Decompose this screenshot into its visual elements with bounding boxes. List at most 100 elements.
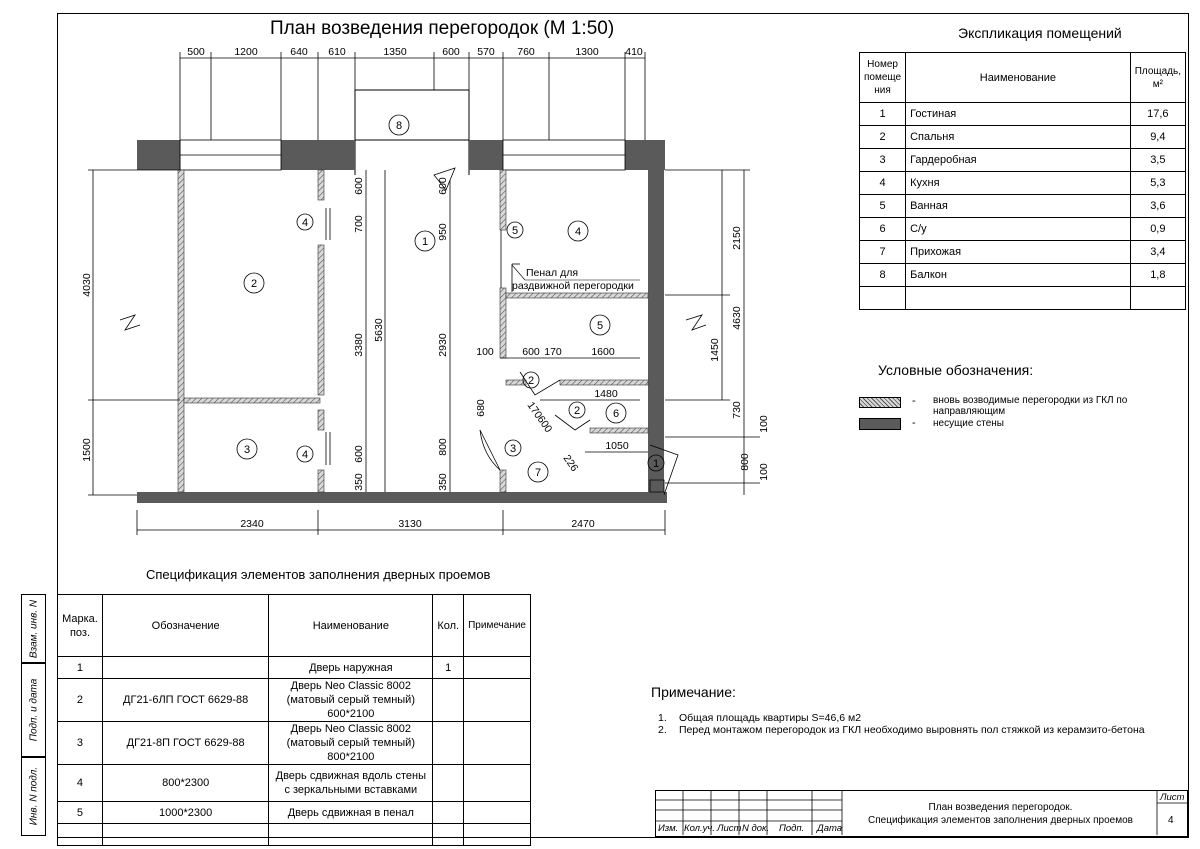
room-2-mark: 2 — [251, 278, 257, 290]
stamp-col-list: Лист — [717, 823, 742, 834]
room-1-mark: 1 — [422, 236, 428, 248]
svg-text:100: 100 — [758, 463, 770, 481]
door-2-mark: 2 — [528, 375, 534, 387]
side-stamp-sign-date: Подп. и дата — [21, 662, 46, 758]
svg-text:1450: 1450 — [709, 338, 721, 362]
side-stamp-replace-inv: Взам. инв. N — [21, 594, 46, 664]
stamp-col-podp: Подп. — [779, 823, 805, 834]
dim-top-760: 760 — [517, 46, 535, 58]
room-4-mark: 4 — [575, 226, 581, 238]
sheet-frame — [57, 13, 1189, 838]
note-1-text: Общая площадь квартиры S=46,6 м2 — [679, 712, 862, 724]
spec-header-qty: Кол. — [432, 594, 465, 657]
svg-text:600: 600 — [522, 346, 540, 358]
stamp-col-kol-uch: Кол.уч. — [684, 823, 715, 834]
spec-header-name: Наименование — [268, 594, 434, 657]
stamp-title-line1: План возведения перегородок. — [928, 802, 1073, 813]
dim-top-410: 410 — [625, 46, 643, 58]
room-3-mark: 3 — [244, 444, 250, 456]
expl-header-num: Номер помеще ния — [858, 52, 907, 103]
room-marks — [236, 114, 665, 483]
table-row — [858, 286, 1187, 310]
spec-header-note: Примечание — [463, 594, 531, 657]
svg-text:170: 170 — [544, 346, 562, 358]
explication-title: Экспликация помещений — [958, 25, 1122, 41]
svg-text:350: 350 — [353, 473, 365, 491]
title-block — [655, 790, 1188, 837]
stamp-sheet-number: 4 — [1168, 815, 1174, 826]
room-7-mark: 7 — [535, 467, 541, 479]
svg-text:600: 600 — [353, 445, 365, 463]
room-5-mark: 5 — [597, 320, 603, 332]
dim-left-4030: 4030 — [81, 273, 93, 297]
door-2-mark: 2 — [574, 405, 580, 417]
dim-top-500: 500 — [187, 46, 205, 58]
dim-bottom-3130: 3130 — [398, 518, 422, 530]
room-8-mark: 8 — [396, 120, 402, 132]
door-5-mark: 5 — [512, 225, 518, 237]
svg-text:350: 350 — [437, 473, 449, 491]
svg-text:5630: 5630 — [373, 318, 385, 342]
legend-label-bearing-wall: несущие стены — [933, 418, 1004, 429]
legend-label-partition: вновь возводимые перегородки из ГКЛ по н… — [933, 395, 1128, 417]
stamp-col-n-dok: N док. — [742, 823, 770, 834]
svg-text:700: 700 — [353, 215, 365, 233]
stamp-col-izm: Изм. — [658, 823, 679, 834]
dim-top-1300: 1300 — [575, 46, 599, 58]
svg-text:1050: 1050 — [605, 440, 629, 452]
svg-text:100: 100 — [476, 346, 494, 358]
legend-dash: - — [912, 417, 916, 429]
svg-text:730: 730 — [731, 401, 743, 419]
dim-top-600: 600 — [442, 46, 460, 58]
room-6-mark: 6 — [613, 408, 619, 420]
door-4-mark: 4 — [302, 449, 308, 461]
door-1-mark: 1 — [653, 458, 659, 470]
expl-header-area: Площадь, м² — [1129, 52, 1187, 103]
note-2-text: Перед монтажом перегородок из ГКЛ необхо… — [679, 724, 1145, 736]
notes-title: Примечание: — [651, 684, 736, 700]
stamp-sheet-label: Лист — [1160, 792, 1185, 803]
svg-text:800: 800 — [739, 453, 751, 471]
svg-text:226: 226 — [561, 453, 581, 474]
stamp-col-data: Дата — [817, 823, 843, 834]
spec-table: Марка. поз. Обозначение Наименование Кол… — [57, 594, 531, 846]
dim-bottom-2340: 2340 — [240, 518, 264, 530]
svg-text:2150: 2150 — [731, 226, 743, 250]
side-stamp-inv-orig: Инв. N подл. — [21, 756, 46, 836]
bearing-walls — [137, 140, 667, 503]
legend-dash: - — [912, 395, 916, 407]
svg-text:1600: 1600 — [591, 346, 615, 358]
svg-text:4630: 4630 — [731, 306, 743, 330]
partitions — [177, 169, 649, 493]
balcony — [354, 89, 470, 141]
legend-swatch-partition — [859, 397, 901, 408]
legend-swatch-bearing-wall — [859, 418, 901, 430]
dim-top-1200: 1200 — [234, 46, 258, 58]
door-3-mark: 3 — [510, 443, 516, 455]
svg-text:600: 600 — [437, 177, 449, 195]
dim-top-570: 570 — [477, 46, 495, 58]
dim-top-1350: 1350 — [383, 46, 407, 58]
note-1-number: 1. — [658, 712, 667, 724]
svg-text:1480: 1480 — [594, 388, 618, 400]
stamp-title-line2: Спецификация элементов заполнения дверны… — [868, 815, 1133, 826]
explication-table: Номер помеще ния Наименование Площадь, м… — [858, 52, 1187, 310]
penal-label-line1: Пенал для — [526, 267, 578, 279]
top-dimension-line — [179, 52, 646, 170]
legend-title: Условные обозначения: — [878, 362, 1034, 378]
door-4-mark: 4 — [302, 217, 308, 229]
svg-text:600: 600 — [353, 177, 365, 195]
